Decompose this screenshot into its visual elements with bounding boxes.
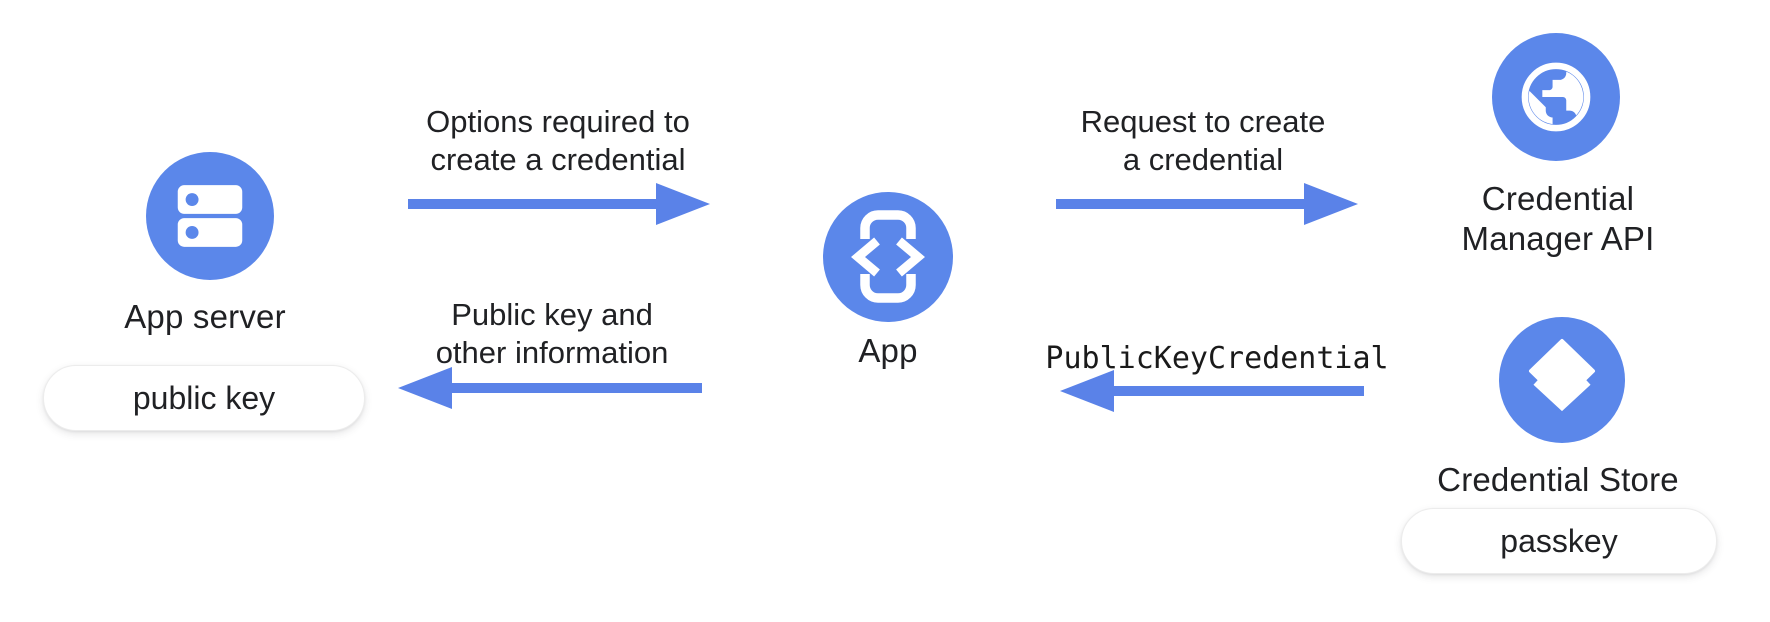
arrow-public-key-info: [398, 366, 702, 410]
arrow-request-to-create: [1056, 182, 1358, 226]
app-server-node: [146, 152, 274, 280]
phone-code-icon: [823, 192, 953, 322]
app-label: App: [858, 332, 918, 369]
server-icon: [167, 173, 253, 259]
arrow-options-to-create: [408, 182, 710, 226]
credential-store-label: Credential Store: [1437, 461, 1679, 498]
edge-request-line2: a credential: [1122, 142, 1284, 177]
passkey-badge: passkey: [1401, 508, 1717, 574]
edge-options-line2: create a credential: [430, 142, 686, 177]
edge-request-line1: Request to create: [1080, 104, 1326, 139]
public-key-badge-label: public key: [132, 379, 276, 416]
app-node: [823, 192, 953, 322]
credential-store-node: [1499, 317, 1625, 443]
app-server-label: App server: [124, 298, 286, 335]
globe-icon: [1515, 56, 1597, 138]
credential-manager-api-node: [1492, 33, 1620, 161]
layers-icon: [1499, 317, 1625, 443]
credential-manager-api-label-line2: Manager API: [1461, 220, 1655, 257]
public-key-badge: public key: [43, 365, 365, 431]
arrow-public-key-credential: [1060, 369, 1364, 413]
edge-options-line1: Options required to: [426, 104, 690, 139]
credential-manager-api-label-line1: Credential: [1481, 180, 1635, 217]
passkey-badge-label: passkey: [1500, 522, 1618, 559]
edge-pkinfo-line1: Public key and: [451, 297, 653, 332]
edge-pkinfo-line2: other information: [435, 335, 669, 370]
edge-label-public-key-credential: PublicKeyCredential: [1045, 341, 1389, 376]
